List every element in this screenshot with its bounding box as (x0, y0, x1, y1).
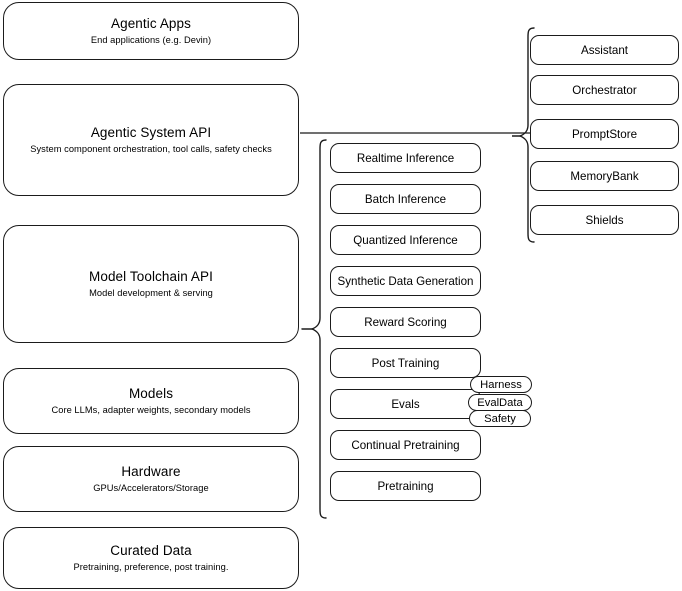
capability-box-synthetic-data-generation[interactable]: Synthetic Data Generation (330, 266, 481, 296)
component-label: Shields (585, 213, 624, 227)
capability-label: Pretraining (377, 479, 434, 493)
capability-label: Evals (391, 397, 420, 411)
evals-tag-label: Harness (480, 378, 522, 391)
component-box-assistant[interactable]: Assistant (530, 35, 679, 65)
component-label: Assistant (580, 43, 629, 57)
capability-label: Reward Scoring (364, 315, 447, 329)
component-label: Orchestrator (572, 83, 637, 97)
layer-subtitle: Model development & serving (89, 288, 213, 298)
component-label: PromptStore (571, 127, 638, 141)
component-box-orchestrator[interactable]: Orchestrator (530, 75, 679, 105)
brace-toolchain-capabilities (301, 139, 327, 519)
layer-title: Agentic System API (90, 125, 212, 140)
layer-box-hardware[interactable]: Hardware GPUs/Accelerators/Storage (3, 446, 299, 512)
component-label: MemoryBank (570, 169, 639, 183)
layer-box-agentic-system-api[interactable]: Agentic System API System component orch… (3, 84, 299, 196)
evals-tag-label: EvalData (477, 396, 523, 409)
layer-title: Hardware (121, 464, 181, 479)
layer-box-model-toolchain-api[interactable]: Model Toolchain API Model development & … (3, 225, 299, 343)
evals-tag-harness[interactable]: Harness (470, 376, 532, 393)
capability-box-reward-scoring[interactable]: Reward Scoring (330, 307, 481, 337)
layer-box-agentic-apps[interactable]: Agentic Apps End applications (e.g. Devi… (3, 2, 299, 60)
layer-title: Model Toolchain API (89, 269, 213, 284)
layer-subtitle: GPUs/Accelerators/Storage (93, 483, 209, 493)
capability-box-pretraining[interactable]: Pretraining (330, 471, 481, 501)
layer-subtitle: Pretraining, preference, post training. (73, 562, 229, 572)
evals-tag-label: Safety (484, 412, 516, 425)
layer-subtitle: System component orchestration, tool cal… (30, 144, 272, 154)
capability-box-batch-inference[interactable]: Batch Inference (330, 184, 481, 214)
capability-box-post-training[interactable]: Post Training (330, 348, 481, 378)
evals-tag-evaldata[interactable]: EvalData (468, 394, 532, 411)
layer-title: Curated Data (110, 543, 192, 558)
evals-tag-safety[interactable]: Safety (469, 410, 531, 427)
capability-box-evals[interactable]: Evals (330, 389, 481, 419)
capability-label: Realtime Inference (356, 151, 455, 165)
layer-title: Agentic Apps (110, 16, 191, 31)
capability-label: Post Training (371, 356, 440, 370)
capability-box-quantized-inference[interactable]: Quantized Inference (330, 225, 481, 255)
layer-box-models[interactable]: Models Core LLMs, adapter weights, secon… (3, 368, 299, 434)
capability-box-realtime-inference[interactable]: Realtime Inference (330, 143, 481, 173)
capability-label: Continual Pretraining (351, 438, 460, 452)
component-box-promptstore[interactable]: PromptStore (530, 119, 679, 149)
component-box-shields[interactable]: Shields (530, 205, 679, 235)
layer-title: Models (128, 386, 174, 401)
connector-system-api-to-components (300, 132, 530, 134)
capability-label: Synthetic Data Generation (337, 274, 474, 288)
capability-label: Batch Inference (364, 192, 447, 206)
layer-subtitle: Core LLMs, adapter weights, secondary mo… (51, 405, 251, 415)
capability-box-continual-pretraining[interactable]: Continual Pretraining (330, 430, 481, 460)
layer-subtitle: End applications (e.g. Devin) (90, 35, 212, 45)
brace-system-components (512, 27, 535, 243)
component-box-memorybank[interactable]: MemoryBank (530, 161, 679, 191)
capability-label: Quantized Inference (353, 233, 458, 247)
layer-box-curated-data[interactable]: Curated Data Pretraining, preference, po… (3, 527, 299, 589)
